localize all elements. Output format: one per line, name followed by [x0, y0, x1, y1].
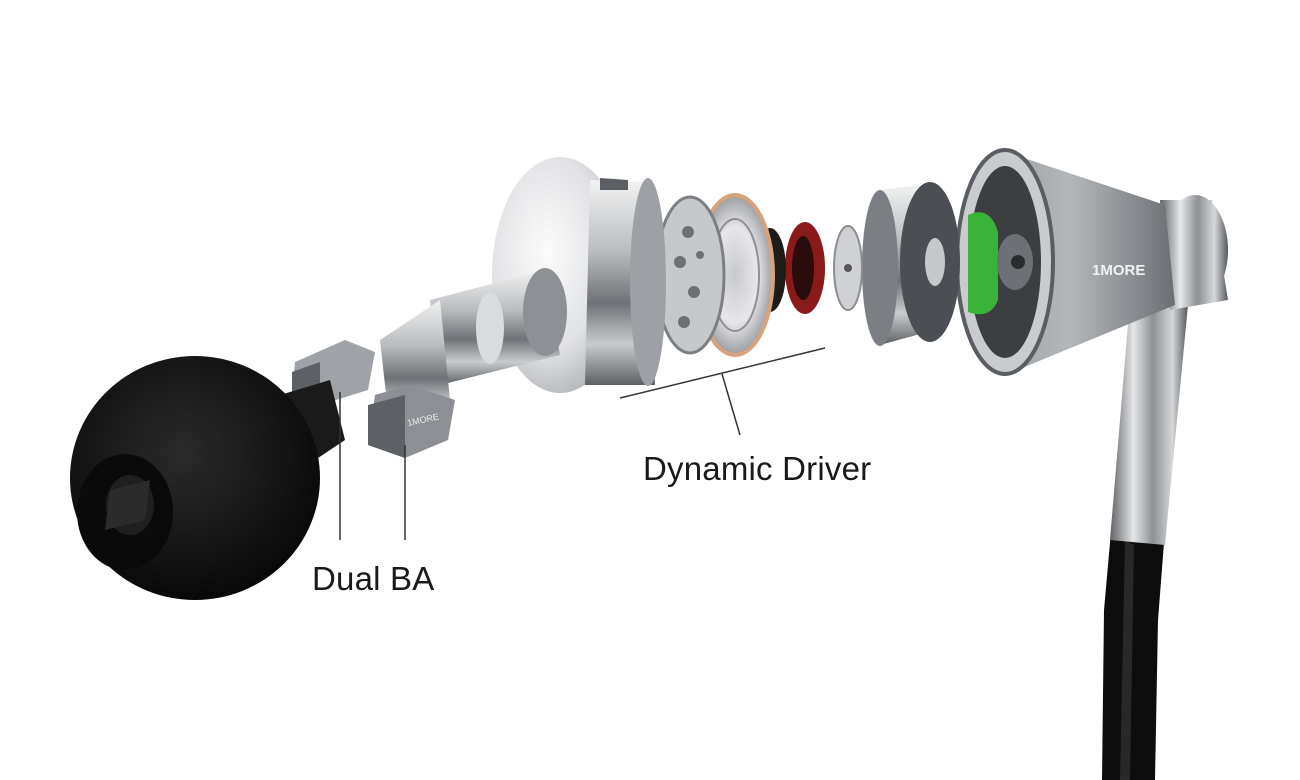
housing-front-cap: [862, 182, 960, 346]
driver-front-plate: [654, 195, 726, 355]
ba-unit-lower: 1MORE: [368, 385, 455, 458]
cable: [1102, 520, 1165, 780]
dynamic-driver-leader: [619, 347, 826, 436]
dual-ba-callout: Dual BA: [312, 560, 435, 597]
brand-logo-text: 1MORE: [1092, 262, 1145, 279]
stem-tube: [1110, 195, 1228, 545]
rear-housing: 1MORE: [955, 148, 1175, 376]
red-ring: [785, 222, 825, 314]
spacer-washer: [833, 225, 863, 311]
dual-ba-leader: [339, 392, 406, 540]
ear-tip: [70, 356, 345, 600]
dynamic-driver-callout: Dynamic Driver: [643, 450, 872, 487]
